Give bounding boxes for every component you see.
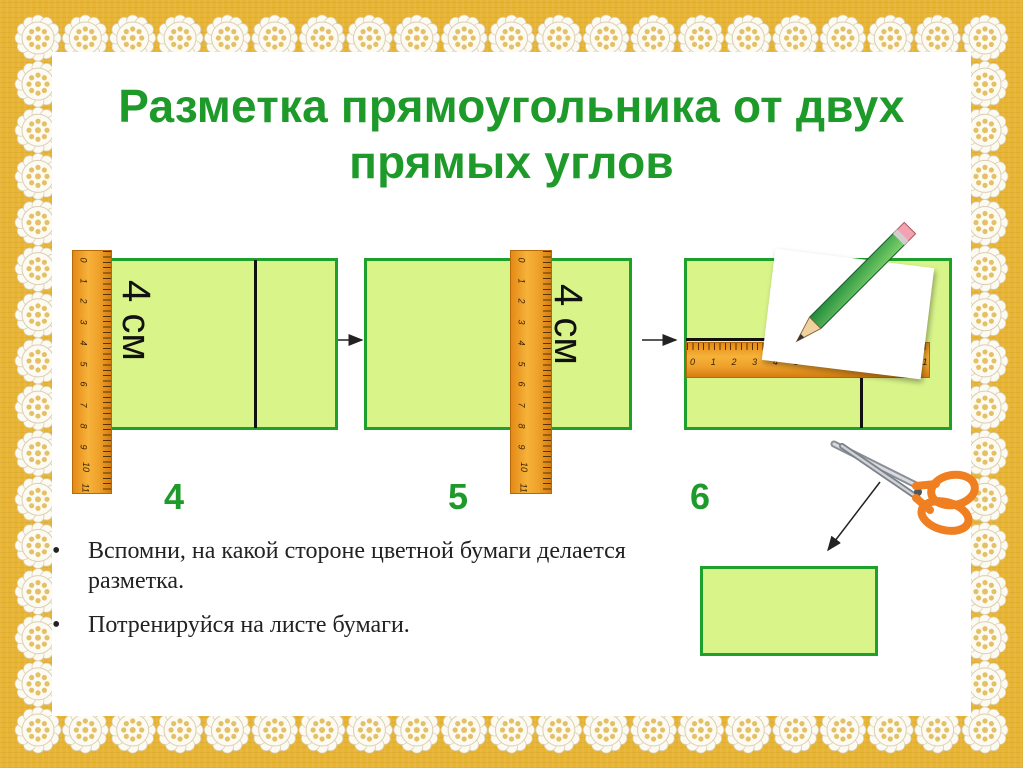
bullet-marker: • bbox=[52, 538, 61, 564]
bullet-text: Потренируйся на листе бумаги. bbox=[88, 612, 410, 638]
scissors-icon bbox=[830, 440, 979, 535]
step-number-4: 4 bbox=[164, 476, 185, 517]
step-number-5: 5 bbox=[448, 476, 469, 517]
bullet-text: Вспомни, на какой стороне цветной бумаги… bbox=[88, 538, 626, 594]
bullet-list: • Вспомни, на какой стороне цветной бума… bbox=[52, 536, 692, 654]
bullet-marker: • bbox=[52, 612, 61, 638]
ruler-tick-label: 3 bbox=[752, 357, 758, 367]
ruler-tick-label: 4 bbox=[772, 357, 778, 367]
bullet-item: • Потренируйся на листе бумаги. bbox=[52, 610, 692, 640]
marking-line-step-4 bbox=[254, 260, 257, 428]
bullet-item: • Вспомни, на какой стороне цветной бума… bbox=[52, 536, 692, 596]
slide-title: Разметка прямоугольника от двух прямых у… bbox=[118, 80, 905, 188]
arrow-icon bbox=[827, 481, 881, 552]
marking-line-step-6-vertical bbox=[860, 364, 863, 428]
step-number-6: 6 bbox=[690, 476, 711, 517]
paper-rect-step-5 bbox=[364, 258, 632, 430]
pencil-icon bbox=[795, 221, 917, 343]
ruler-tick-label: 2 bbox=[731, 357, 737, 367]
ruler-tick-label: 1 bbox=[710, 357, 716, 367]
paper-rect-step-4 bbox=[80, 258, 338, 430]
result-rect bbox=[700, 566, 878, 656]
ruler-tick-label: 0 bbox=[690, 357, 696, 367]
